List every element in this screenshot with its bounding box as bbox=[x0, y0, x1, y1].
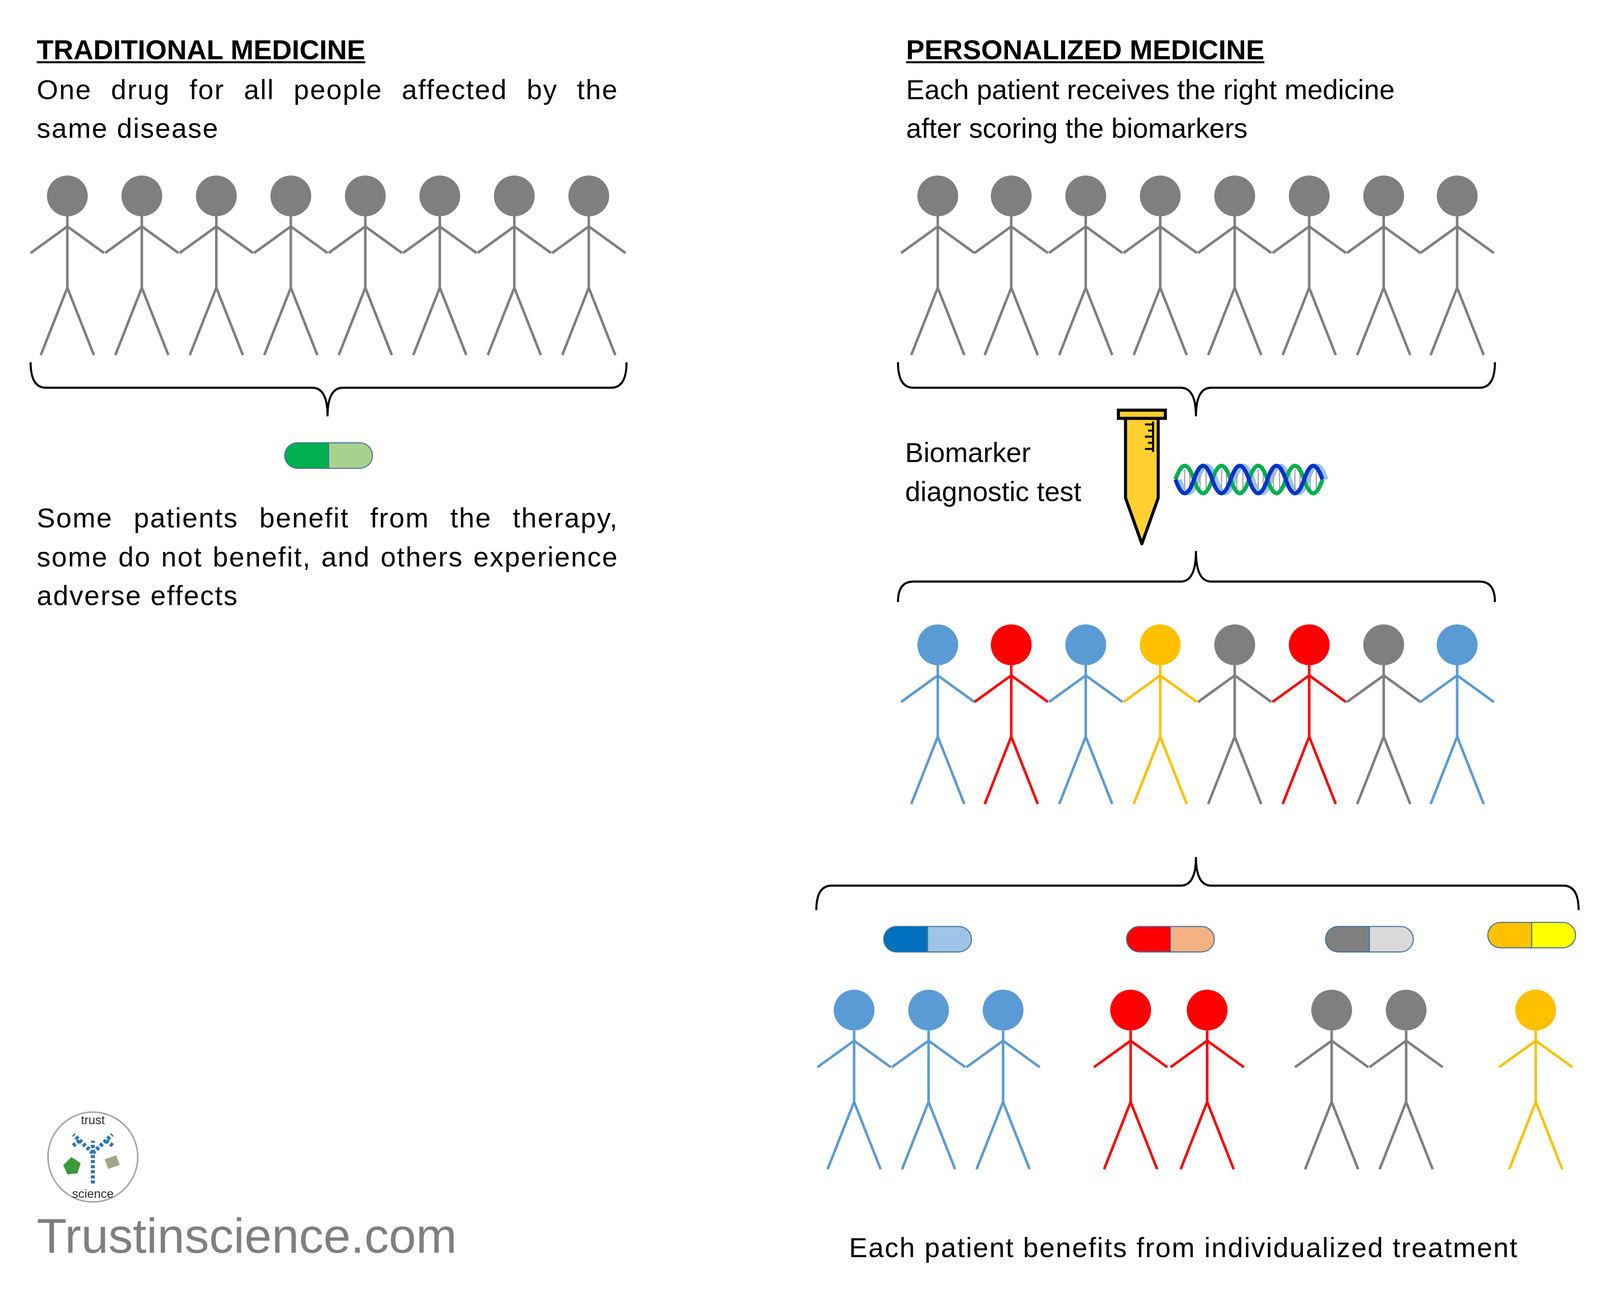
pill bbox=[1325, 926, 1414, 952]
patient-row bbox=[900, 175, 1494, 356]
brace bbox=[897, 362, 1495, 417]
stick-figure bbox=[552, 175, 626, 356]
stick-figure bbox=[1048, 624, 1123, 804]
patient-group bbox=[1094, 990, 1245, 1170]
stick-figure bbox=[477, 175, 551, 356]
pill bbox=[284, 442, 373, 469]
section-heading: PERSONALIZED MEDICINE bbox=[906, 30, 1265, 70]
stick-figure bbox=[1272, 624, 1346, 804]
stick-figure bbox=[402, 175, 477, 356]
stick-figure bbox=[179, 175, 253, 356]
stick-figure bbox=[966, 990, 1040, 1170]
stick-figure bbox=[1420, 175, 1494, 356]
stick-figure bbox=[30, 175, 105, 356]
stick-figure bbox=[1499, 990, 1573, 1170]
logo bbox=[47, 1112, 138, 1203]
stick-figure bbox=[1420, 624, 1494, 804]
logo-text: trust bbox=[62, 1113, 124, 1128]
patient-row bbox=[900, 624, 1494, 804]
stick-figure bbox=[1346, 624, 1421, 804]
logo-text: science bbox=[62, 1186, 124, 1202]
section-heading: TRADITIONAL MEDICINE bbox=[36, 30, 366, 70]
dna-helix bbox=[1175, 465, 1327, 494]
patient-group bbox=[817, 990, 1041, 1170]
patient-group bbox=[1295, 990, 1443, 1170]
stick-figure bbox=[1048, 175, 1123, 356]
test-tube bbox=[1118, 410, 1166, 545]
brace bbox=[30, 362, 627, 417]
stick-figure bbox=[900, 175, 975, 356]
stick-figure bbox=[1170, 990, 1244, 1170]
description-text: One drug for all people affected by the … bbox=[36, 70, 619, 148]
pill bbox=[1487, 922, 1576, 948]
stick-figure bbox=[1198, 624, 1272, 804]
step-label: Biomarker diagnostic test bbox=[905, 433, 1105, 512]
stick-figure bbox=[1198, 175, 1272, 356]
stick-figure bbox=[1094, 990, 1168, 1170]
stick-figure bbox=[974, 624, 1048, 804]
note-text: Some patients benefit from the therapy, … bbox=[36, 498, 619, 616]
stick-figure bbox=[891, 990, 966, 1170]
stick-figure bbox=[817, 990, 891, 1170]
pill bbox=[883, 926, 972, 952]
stick-figure bbox=[1123, 624, 1197, 804]
stick-figure bbox=[328, 175, 402, 356]
patient-row bbox=[30, 175, 626, 356]
patient-group bbox=[1499, 990, 1573, 1170]
stick-figure bbox=[900, 624, 975, 804]
stick-figure bbox=[1123, 175, 1197, 356]
stick-figure bbox=[974, 175, 1048, 356]
brace bbox=[897, 551, 1495, 603]
brace bbox=[816, 857, 1579, 911]
description-text: Each patient receives the right medicine… bbox=[906, 70, 1432, 148]
stick-figure bbox=[1295, 990, 1369, 1170]
stick-figure bbox=[1346, 175, 1421, 356]
stick-figure bbox=[254, 175, 328, 356]
stick-figure bbox=[1369, 990, 1443, 1170]
note-text: Each patient benefits from individualize… bbox=[849, 1228, 1519, 1268]
watermark: Trustinscience.com bbox=[36, 1208, 457, 1266]
stick-figure bbox=[1272, 175, 1346, 356]
pill bbox=[1126, 926, 1215, 952]
stick-figure bbox=[105, 175, 179, 356]
